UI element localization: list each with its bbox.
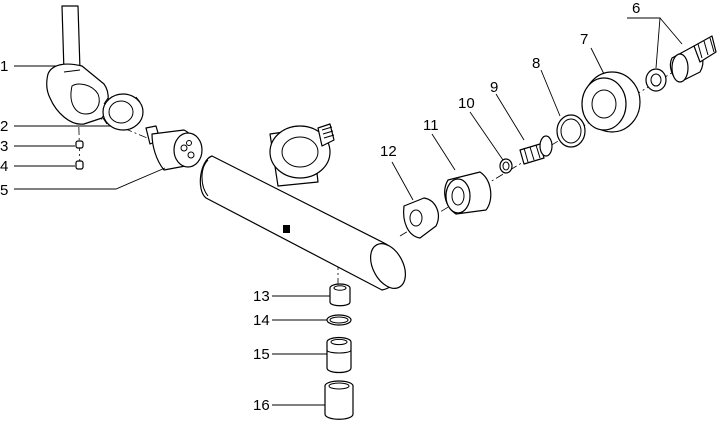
part-aerator-insert — [329, 283, 351, 307]
callout-15: 15 — [253, 346, 270, 363]
part-cover-rosette — [581, 71, 641, 133]
callout-12: 12 — [380, 143, 397, 160]
part-diverter-wedge — [403, 197, 439, 239]
part-threaded-sleeve — [444, 171, 492, 215]
part-outlet-adapter — [326, 336, 352, 374]
part-oring — [556, 114, 586, 148]
callout-4: 4 — [0, 158, 8, 175]
callout-1: 1 — [0, 58, 8, 75]
part-outlet-oring — [326, 314, 352, 326]
part-outlet-sleeve — [324, 380, 354, 420]
callout-13: 13 — [253, 288, 270, 305]
part-union-connector — [669, 35, 717, 83]
leader-lines — [14, 17, 683, 406]
part-valve-body — [199, 123, 406, 291]
part-cartridge — [145, 125, 203, 171]
callout-2: 2 — [0, 118, 8, 135]
part-locking-ring — [102, 93, 144, 131]
callout-16: 16 — [253, 397, 270, 414]
part-check-valve — [519, 135, 553, 165]
callout-3: 3 — [0, 138, 8, 155]
callout-10: 10 — [458, 95, 475, 112]
callout-14: 14 — [253, 312, 270, 329]
callout-5: 5 — [0, 182, 8, 199]
callout-9: 9 — [490, 79, 498, 96]
part-handle-lever — [46, 5, 109, 125]
part-union-washer — [645, 68, 667, 92]
part-small-oring — [499, 158, 513, 174]
callout-11: 11 — [423, 117, 439, 134]
callout-6: 6 — [632, 0, 640, 17]
callout-labels: 1 2 3 4 5 6 7 8 9 10 11 12 13 14 15 16 — [0, 0, 640, 414]
callout-8: 8 — [532, 55, 540, 72]
callout-7: 7 — [580, 31, 588, 48]
part-grub-screw — [75, 160, 84, 170]
part-screw-small — [75, 140, 84, 149]
